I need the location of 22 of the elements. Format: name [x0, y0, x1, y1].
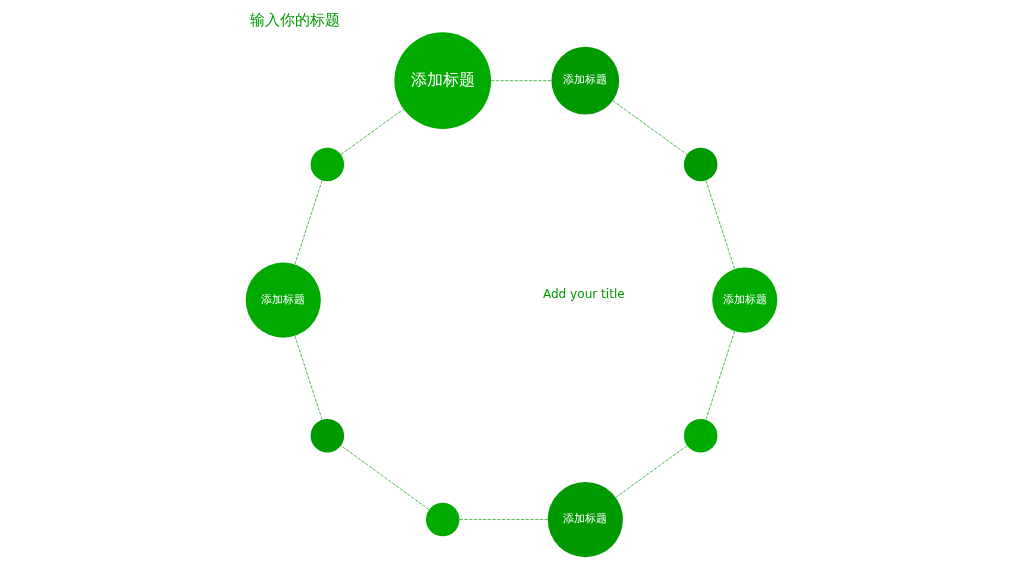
- connector: [490, 80, 552, 81]
- node-circle: [310, 147, 345, 182]
- connector: [612, 100, 688, 155]
- connector: [294, 180, 323, 265]
- node-circle: 添加标题: [551, 46, 620, 115]
- connector: [340, 445, 430, 510]
- label: Add your title: [542, 287, 625, 302]
- node-circle: 添加标题: [712, 267, 778, 333]
- connector: [459, 519, 548, 520]
- connector: [705, 180, 736, 270]
- connector: [615, 445, 688, 498]
- node-circle: [425, 502, 460, 537]
- node-circle: [310, 418, 345, 453]
- node-circle: [683, 418, 718, 453]
- connector: [340, 108, 404, 155]
- node-circle: [683, 147, 718, 182]
- node-circle: 添加标题: [394, 32, 492, 129]
- node-circle: 添加标题: [245, 262, 321, 338]
- node-circle: 添加标题: [547, 481, 623, 558]
- diagram-title: 输入你的标题: [250, 11, 341, 29]
- connector: [294, 335, 323, 420]
- connector: [705, 330, 735, 421]
